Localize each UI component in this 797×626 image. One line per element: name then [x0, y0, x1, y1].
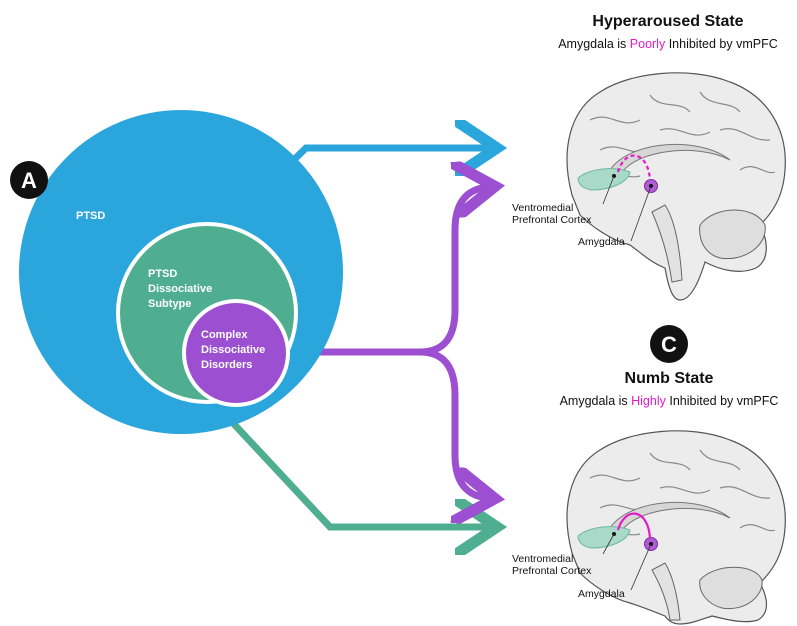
numb-subtitle-post: Inhibited by vmPFC	[666, 394, 779, 408]
hyperaroused-amygdala-label: Amygdala	[578, 236, 625, 248]
complex-label-line1: Complex	[201, 329, 248, 341]
numb-brain	[566, 430, 786, 625]
brainstem	[651, 562, 681, 621]
cerebellum	[699, 566, 763, 610]
complex-label-line3: Disorders	[201, 359, 252, 371]
corpus-callosum	[609, 143, 731, 179]
numb-vmpfc-label: Ventromedial Prefrontal Cortex	[512, 553, 592, 577]
numb-amygdala-label: Amygdala	[578, 588, 625, 600]
vmpfc-label-line1: Ventromedial	[512, 553, 573, 565]
complex-to-numb-arrow	[419, 348, 488, 498]
disorder-circles: PTSD PTSD Dissociative Subtype Complex D…	[19, 110, 343, 434]
hyperaroused-panel: Hyperaroused State Amygdala is Poorly In…	[512, 13, 786, 301]
complex-to-hyperaroused-arrow	[285, 187, 488, 356]
amygdala-leader-line	[630, 185, 652, 242]
numb-subtitle-pre: Amygdala is	[560, 394, 632, 408]
hyperaroused-brain	[566, 72, 786, 301]
brainstem	[651, 204, 683, 283]
vmpfc-region	[577, 168, 631, 191]
subtype-label-line1: PTSD	[148, 268, 177, 280]
vmpfc-amygdala-connection-strong	[616, 512, 652, 539]
badge-a-circle	[10, 161, 48, 199]
numb-subtitle-highlight: Highly	[631, 394, 666, 408]
hyperaroused-subtitle-highlight: Poorly	[630, 37, 666, 51]
badge-c-letter: C	[661, 332, 677, 357]
ptsd-label: PTSD	[76, 210, 105, 222]
subtype-to-numb-arrow	[202, 390, 490, 527]
vmpfc-label-line2: Prefrontal Cortex	[512, 565, 592, 577]
vmpfc-region	[577, 526, 631, 549]
complex-label-line2: Dissociative	[201, 344, 265, 356]
numb-panel: Numb State Amygdala is Highly Inhibited …	[512, 370, 786, 625]
subtype-label-line3: Subtype	[148, 298, 191, 310]
cerebellum	[699, 209, 766, 260]
hyperaroused-title: Hyperaroused State	[592, 13, 743, 30]
hyperaroused-subtitle: Amygdala is Poorly Inhibited by vmPFC	[558, 37, 778, 51]
hyperaroused-vmpfc-label: Ventromedial Prefrontal Cortex	[512, 202, 592, 226]
vmpfc-label-line2: Prefrontal Cortex	[512, 214, 592, 226]
complex-circle	[182, 299, 290, 407]
badge-a-letter: A	[21, 168, 37, 193]
corpus-callosum	[609, 501, 731, 537]
complex-label: Complex Dissociative Disorders	[201, 329, 268, 371]
hyperaroused-subtitle-pre: Amygdala is	[558, 37, 630, 51]
vmpfc-leader-line	[602, 175, 615, 205]
vmpfc-label-line1: Ventromedial	[512, 202, 573, 214]
badge-c-circle	[650, 325, 688, 363]
hyperaroused-subtitle-post: Inhibited by vmPFC	[665, 37, 778, 51]
vmpfc-leader-line	[602, 533, 615, 555]
numb-title: Numb State	[625, 370, 714, 387]
subtype-label-line2: Dissociative	[148, 283, 212, 295]
numb-subtitle: Amygdala is Highly Inhibited by vmPFC	[560, 394, 779, 408]
amygdala-leader-line	[630, 543, 652, 591]
badge-a: A	[10, 161, 48, 199]
badge-c: C	[650, 325, 688, 363]
subtype-label: PTSD Dissociative Subtype	[148, 268, 215, 310]
